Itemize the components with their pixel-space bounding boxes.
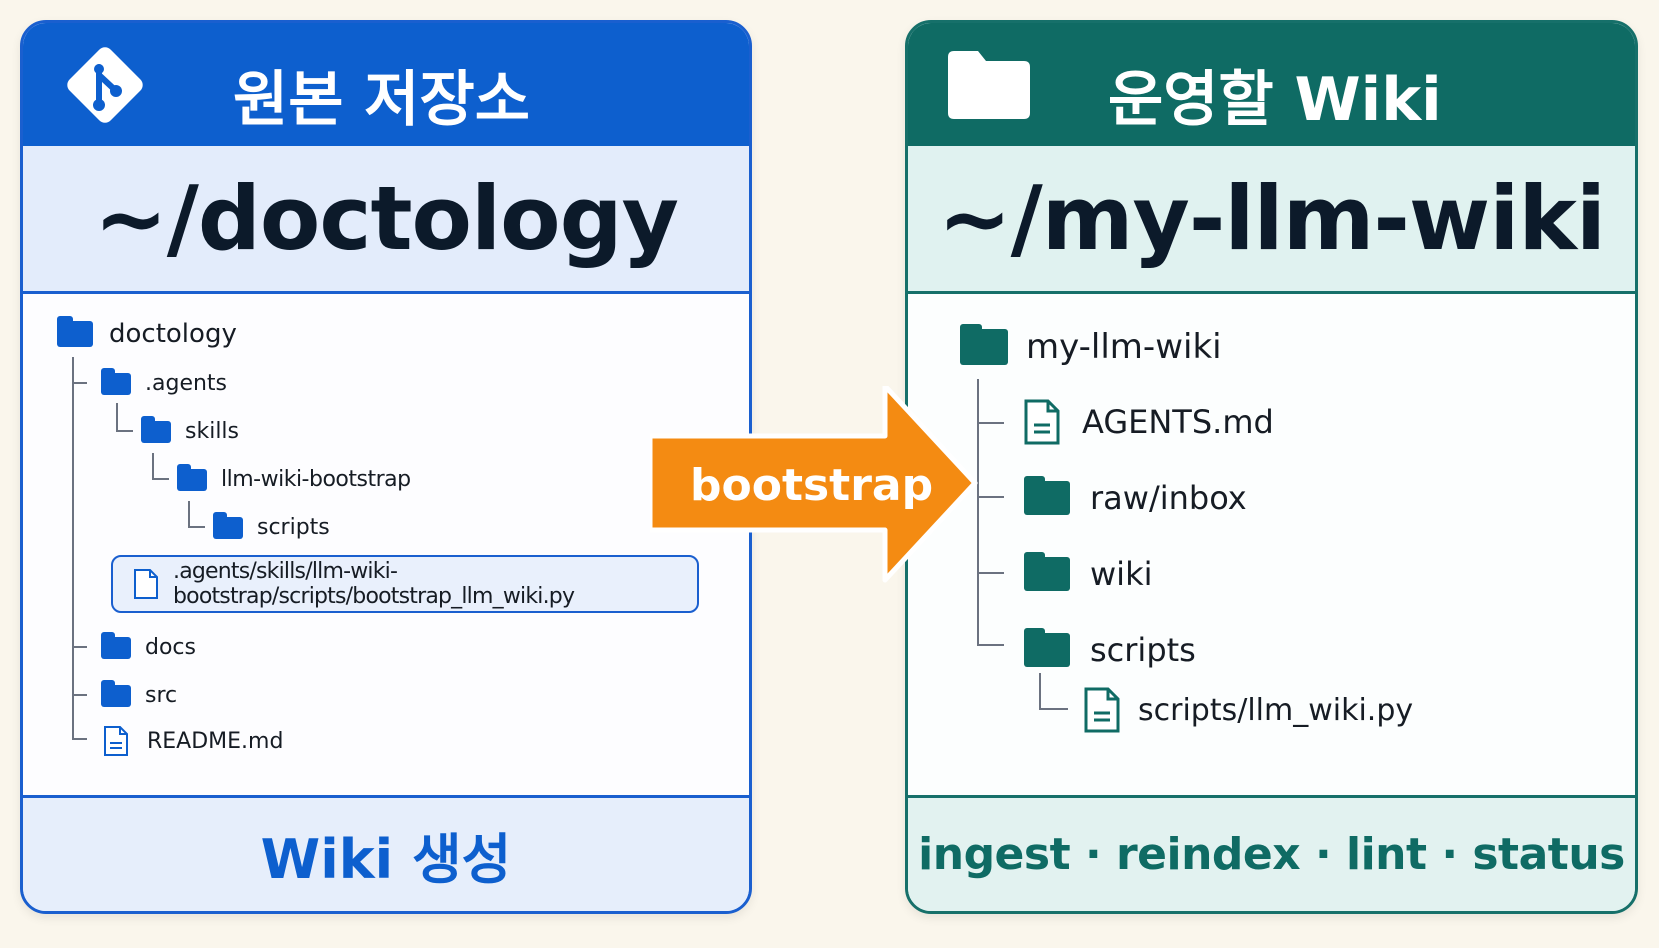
tree-item-docs[interactable]: docs — [101, 631, 196, 660]
wiki-footer: ingest · reindex · lint · status — [908, 795, 1635, 911]
source-repo-path: ~/doctology — [94, 167, 679, 270]
git-icon — [67, 47, 143, 123]
folder-icon — [960, 324, 1008, 365]
wiki-header: 운영할 Wiki — [908, 23, 1635, 146]
source-repo-title: 원본 저장소 — [233, 65, 530, 135]
tree-item-src[interactable]: src — [101, 679, 177, 708]
source-repo-header: 원본 저장소 — [23, 23, 749, 146]
folder-icon — [101, 631, 131, 659]
source-repo-footer: Wiki 생성 — [23, 795, 749, 911]
folder-icon — [1024, 552, 1070, 591]
file-icon — [134, 569, 158, 599]
folder-icon — [177, 463, 207, 491]
wiki-file-tree: my-llm-wiki AGENTS.md raw/inbox wiki scr… — [908, 297, 1635, 817]
tree-item-llm-wiki-bootstrap[interactable]: llm-wiki-bootstrap — [177, 463, 411, 492]
wiki-path-bar: ~/my-llm-wiki — [908, 146, 1635, 294]
folder-icon — [101, 679, 131, 707]
tree-item-llm-wiki-script[interactable]: scripts/llm_wiki.py — [1084, 687, 1413, 733]
document-icon — [1024, 399, 1060, 445]
tree-connector-lines — [72, 357, 205, 740]
document-icon — [1084, 687, 1120, 733]
folder-icon — [1024, 628, 1070, 667]
wiki-panel: 운영할 Wiki ~/my-llm-wiki my-llm-wiki — [905, 20, 1638, 914]
folder-icon — [213, 511, 243, 539]
folder-icon — [1024, 476, 1070, 515]
bootstrap-label: bootstrap — [690, 460, 934, 511]
folder-icon — [57, 316, 93, 347]
folder-icon — [101, 367, 131, 395]
tree-item-raw-inbox[interactable]: raw/inbox — [1024, 476, 1247, 517]
wiki-title: 운영할 Wiki — [1108, 65, 1442, 135]
bootstrap-script-path[interactable]: .agents/skills/llm-wiki-bootstrap/script… — [111, 555, 699, 613]
source-repo-panel: 원본 저장소 ~/doctology doctology .agents — [20, 20, 752, 914]
wiki-create-label: Wiki 생성 — [260, 828, 512, 891]
bootstrap-arrow — [650, 386, 978, 583]
folder-icon — [141, 415, 171, 443]
tree-item-scripts[interactable]: scripts — [1024, 628, 1196, 669]
tree-item-scripts[interactable]: scripts — [213, 511, 330, 540]
source-repo-path-bar: ~/doctology — [23, 146, 749, 294]
wiki-commands-label: ingest · reindex · lint · status — [918, 829, 1625, 880]
tree-item-agents-md[interactable]: AGENTS.md — [1024, 399, 1274, 445]
folder-icon — [948, 51, 1030, 119]
wiki-path: ~/my-llm-wiki — [937, 167, 1606, 270]
source-file-tree: doctology .agents skills llm-wiki-bootst… — [23, 297, 749, 817]
tree-item-skills[interactable]: skills — [141, 415, 239, 444]
tree-item-my-llm-wiki[interactable]: my-llm-wiki — [960, 324, 1222, 367]
tree-item-readme[interactable]: README.md — [103, 725, 283, 757]
document-icon — [104, 726, 128, 756]
tree-connector-lines — [977, 379, 1068, 710]
tree-item-agents[interactable]: .agents — [101, 367, 227, 396]
tree-item-doctology[interactable]: doctology — [57, 316, 237, 349]
tree-item-wiki[interactable]: wiki — [1024, 552, 1152, 593]
